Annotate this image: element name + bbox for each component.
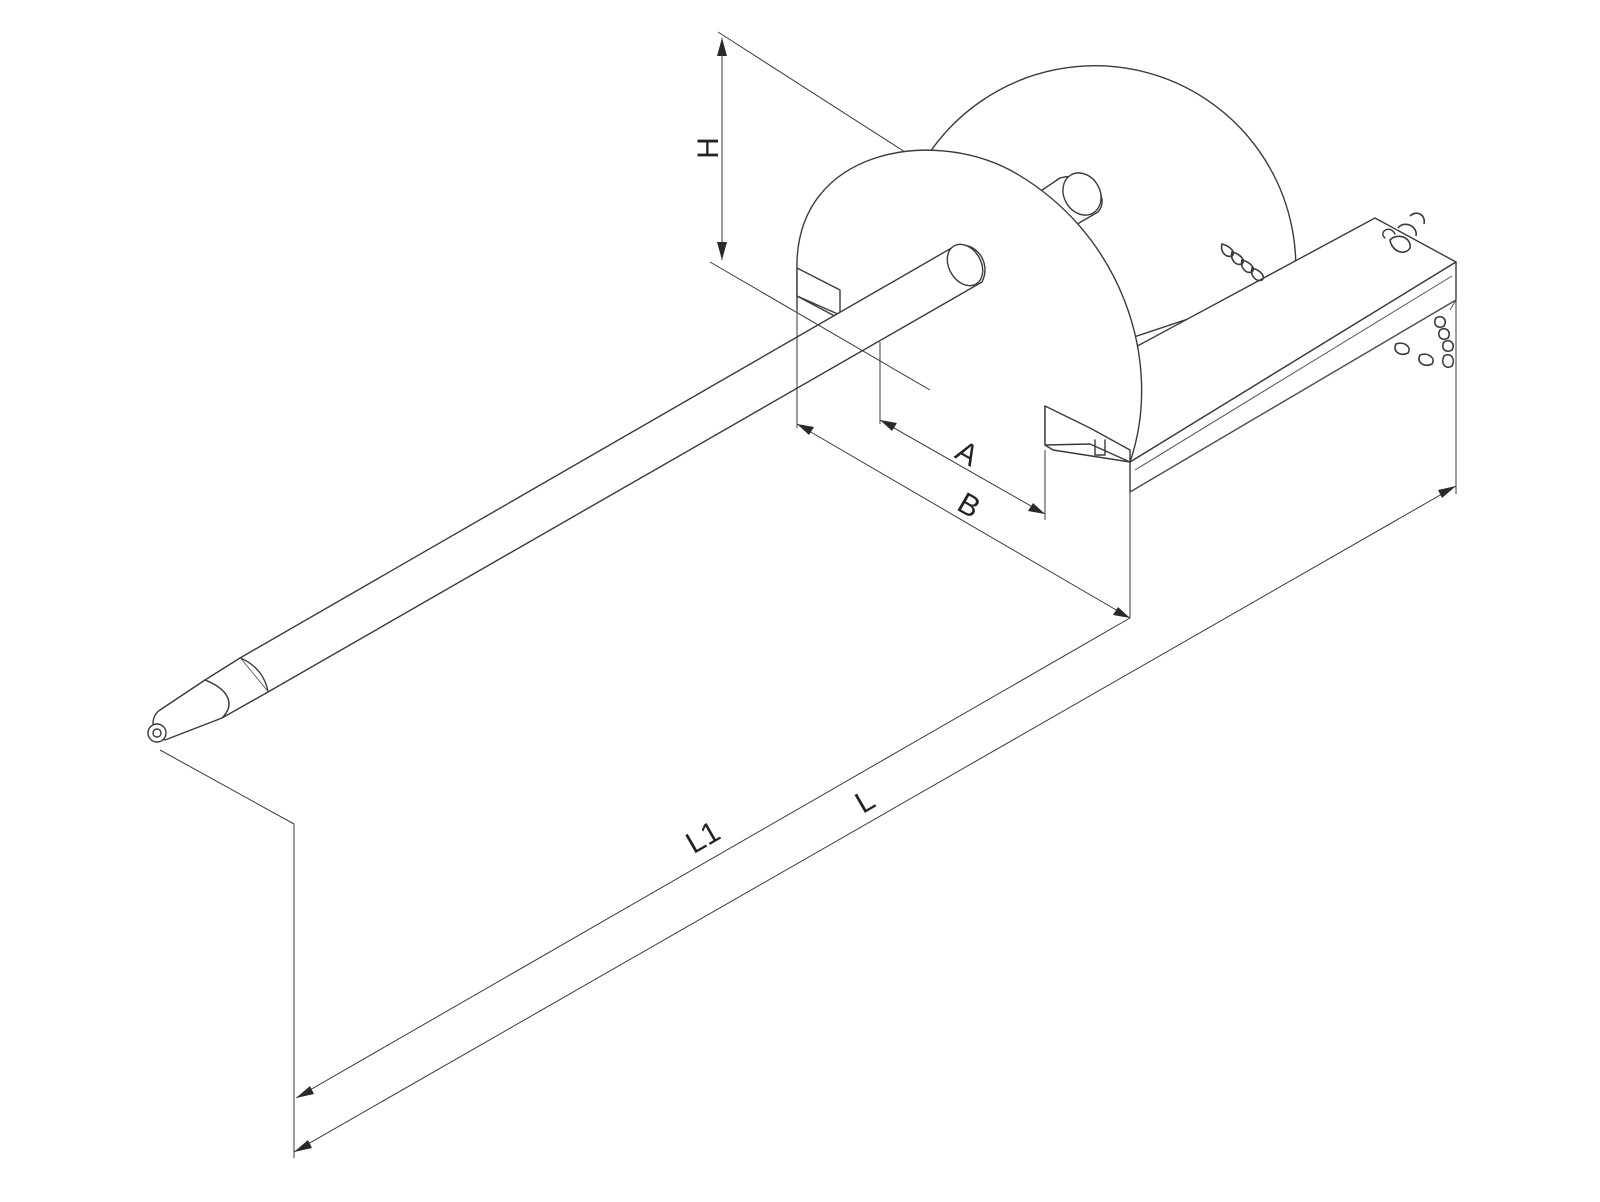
rear-chain xyxy=(1220,243,1265,282)
label-a: A xyxy=(950,434,984,473)
dimension-b xyxy=(796,310,1131,619)
dimension-l xyxy=(293,300,1457,1153)
right-socket xyxy=(1044,405,1131,463)
frame-beam xyxy=(1129,217,1457,493)
label-h: H xyxy=(692,137,725,159)
spike-shaft xyxy=(147,243,986,743)
label-l1: L1 xyxy=(681,815,726,860)
dimension-l1 xyxy=(159,617,1131,1158)
side-chain xyxy=(1394,315,1455,369)
dimension-a xyxy=(879,342,1046,520)
label-l: L xyxy=(850,783,881,820)
front-chain-hook xyxy=(1382,212,1426,253)
label-b: B xyxy=(952,486,986,525)
dimension-h xyxy=(709,31,931,391)
